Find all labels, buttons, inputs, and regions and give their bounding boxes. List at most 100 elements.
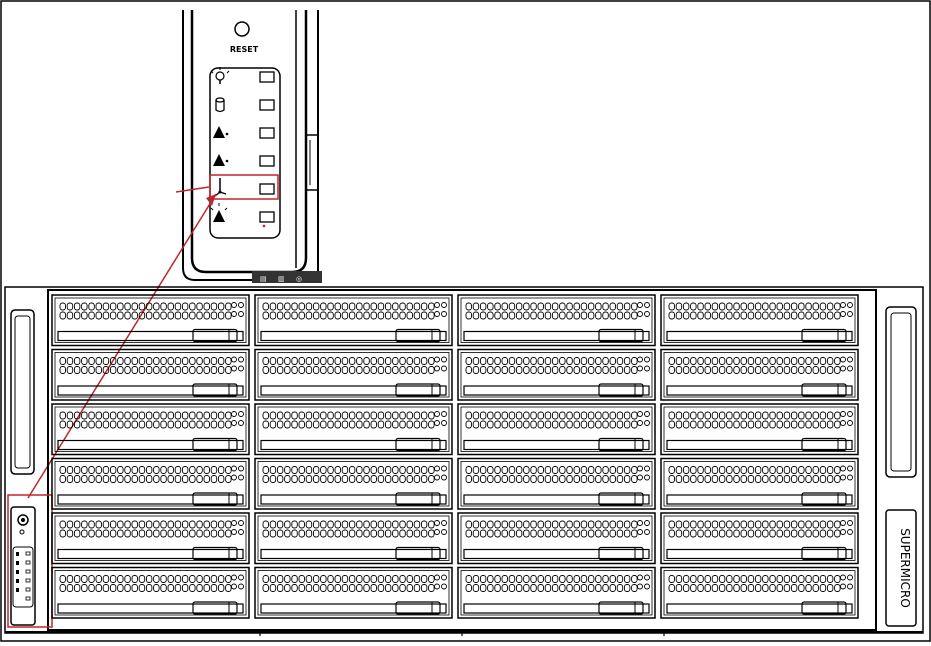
power-led (259, 71, 275, 83)
drive-handle[interactable] (57, 385, 244, 396)
drive-release-latch[interactable] (598, 492, 644, 506)
drive-bay[interactable] (51, 294, 250, 347)
drive-handle[interactable] (260, 439, 447, 451)
drive-bay[interactable] (660, 457, 859, 510)
hdd-icon (215, 97, 225, 113)
reset-button[interactable] (234, 21, 250, 37)
drive-release-latch[interactable] (801, 601, 847, 615)
drive-release-latch[interactable] (801, 437, 847, 452)
control-panel-zoom: ▤ ▥ ◎ RESET (182, 10, 322, 283)
drive-handle[interactable] (260, 330, 447, 342)
drive-bay[interactable] (254, 457, 453, 510)
drive-handle[interactable] (260, 603, 447, 614)
drive-release-latch[interactable] (598, 437, 644, 452)
drive-release-latch[interactable] (801, 328, 847, 343)
drive-release-latch[interactable] (395, 601, 441, 615)
drive-release-latch[interactable] (395, 383, 441, 397)
drive-bay[interactable] (254, 566, 453, 619)
drive-handle[interactable] (57, 330, 244, 342)
drive-bay[interactable] (254, 294, 453, 347)
drive-release-latch[interactable] (395, 437, 441, 452)
info-icon (210, 203, 228, 222)
drive-release-latch[interactable] (192, 492, 238, 506)
drive-bay[interactable] (660, 294, 859, 347)
drive-bays (51, 294, 859, 619)
drive-release-latch[interactable] (395, 492, 441, 506)
network-2-icon (213, 154, 229, 166)
drive-release-latch[interactable] (192, 328, 238, 343)
svg-text:▥: ▥ (278, 275, 285, 283)
reset-label: RESET (230, 45, 259, 54)
nic1-led (259, 127, 275, 139)
led-panel (209, 67, 281, 239)
drive-handle[interactable] (57, 494, 244, 505)
drive-bay[interactable] (660, 403, 859, 456)
fan-fail-led (259, 183, 275, 195)
drive-release-latch[interactable] (192, 601, 238, 615)
info-led (259, 211, 275, 223)
drive-bay[interactable] (457, 512, 656, 565)
drive-handle[interactable] (463, 385, 650, 396)
drive-release-latch[interactable] (192, 383, 238, 397)
drive-release-latch[interactable] (801, 546, 847, 561)
drive-handle[interactable] (57, 439, 244, 451)
drive-bay[interactable] (457, 348, 656, 401)
drive-release-latch[interactable] (192, 546, 238, 561)
drive-bay[interactable] (254, 512, 453, 565)
nic2-led (259, 155, 275, 167)
drive-handle[interactable] (463, 494, 650, 505)
svg-text:◎: ◎ (296, 275, 302, 283)
drive-handle[interactable] (666, 385, 853, 396)
drive-handle[interactable] (463, 439, 650, 451)
drive-bay[interactable] (51, 566, 250, 619)
drive-release-latch[interactable] (801, 383, 847, 397)
drive-bay[interactable] (254, 403, 453, 456)
fan-fail-highlight-box (209, 174, 279, 200)
power-button[interactable] (17, 514, 29, 526)
drive-release-latch[interactable] (192, 437, 238, 452)
hdd-led (259, 99, 275, 111)
drive-handle[interactable] (666, 330, 853, 342)
drive-release-latch[interactable] (598, 546, 644, 561)
drive-release-latch[interactable] (395, 546, 441, 561)
network-1-icon (213, 126, 229, 138)
power-icon (210, 67, 230, 84)
drive-bay[interactable] (457, 403, 656, 456)
drive-bay[interactable] (660, 566, 859, 619)
drive-release-latch[interactable] (598, 383, 644, 397)
drive-handle[interactable] (666, 494, 853, 505)
drive-bay[interactable] (660, 348, 859, 401)
drive-handle[interactable] (57, 603, 244, 614)
drive-handle[interactable] (57, 548, 244, 560)
drive-bay[interactable] (51, 457, 250, 510)
drive-handle[interactable] (666, 603, 853, 614)
drive-handle[interactable] (463, 548, 650, 560)
drive-handle[interactable] (666, 439, 853, 451)
left-rack-ear (10, 309, 35, 475)
drive-release-latch[interactable] (598, 601, 644, 615)
control-panel (10, 506, 36, 626)
drive-release-latch[interactable] (598, 328, 644, 343)
drive-handle[interactable] (666, 548, 853, 560)
drive-release-latch[interactable] (395, 328, 441, 343)
drive-bay[interactable] (457, 566, 656, 619)
drive-bay[interactable] (51, 348, 250, 401)
drive-bay[interactable] (254, 348, 453, 401)
drive-bay[interactable] (51, 403, 250, 456)
drive-bay[interactable] (51, 512, 250, 565)
drive-bay[interactable] (457, 294, 656, 347)
brand-logo: SUPERMICRO (898, 528, 912, 608)
drive-handle[interactable] (463, 603, 650, 614)
drive-handle[interactable] (260, 385, 447, 396)
svg-text:▤: ▤ (260, 275, 267, 283)
drive-bay[interactable] (457, 457, 656, 510)
drive-handle[interactable] (260, 548, 447, 560)
fan-fail-icon (214, 178, 227, 197)
drive-release-latch[interactable] (801, 492, 847, 506)
drive-handle[interactable] (463, 330, 650, 342)
drive-bay[interactable] (660, 512, 859, 565)
drive-handle[interactable] (260, 494, 447, 505)
